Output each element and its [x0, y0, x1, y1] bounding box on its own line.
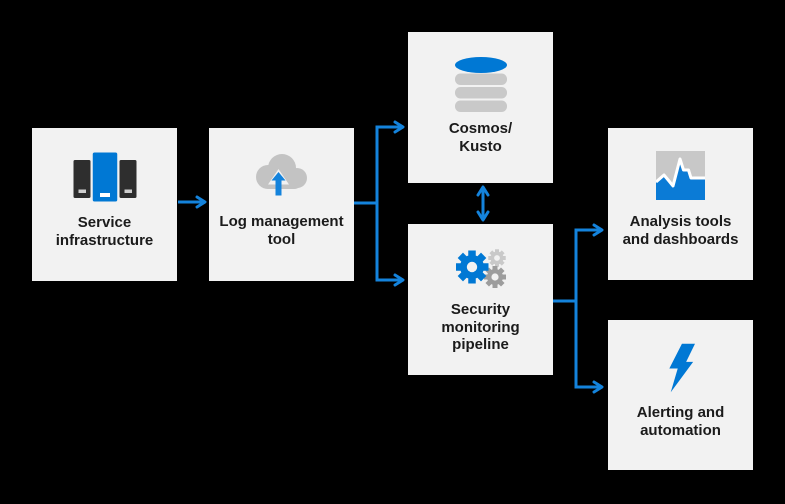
node-label: Alerting and automation: [636, 404, 725, 439]
node-label: Analysis tools and dashboards: [622, 213, 739, 248]
connector-log-to-cosmos-arrow: [375, 120, 405, 203]
node-label: Log management tool: [219, 213, 344, 248]
lightning-bolt-icon: [668, 343, 695, 393]
node-label: Cosmos/ Kusto: [448, 120, 513, 155]
cloud-upload-icon: [255, 154, 307, 196]
servers-icon: [73, 151, 136, 203]
node-label: Service infrastructure: [55, 214, 154, 249]
node-security-monitoring-pipeline: Security monitoring pipeline: [408, 224, 553, 375]
connector-log-to-security-arrow: [375, 203, 405, 287]
gears-icon: [455, 249, 506, 288]
node-log-management-tool: Log management tool: [209, 128, 354, 281]
connector-security-to-analysis-arrow: [574, 223, 604, 301]
database-icon: [454, 57, 507, 112]
connector-security-to-alerting-arrow: [574, 301, 604, 394]
node-analysis-tools-dashboards: Analysis tools and dashboards: [608, 128, 753, 280]
node-alerting-automation: Alerting and automation: [608, 320, 753, 470]
node-service-infrastructure: Service infrastructure: [32, 128, 177, 281]
node-label: Security monitoring pipeline: [441, 301, 520, 353]
line-chart-icon: [656, 151, 705, 200]
node-cosmos-kusto: Cosmos/ Kusto: [408, 32, 553, 183]
